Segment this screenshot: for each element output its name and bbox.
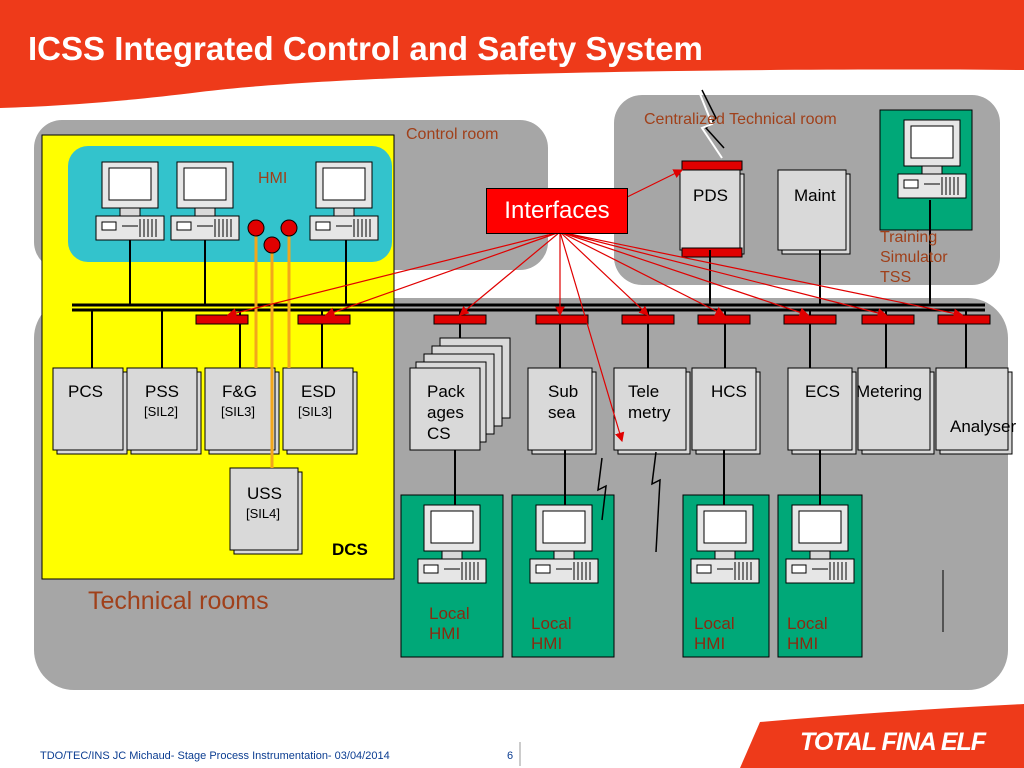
technical-rooms-label: Technical rooms bbox=[88, 587, 269, 615]
control-room-label: Control room bbox=[406, 126, 499, 143]
dcs-label: DCS bbox=[332, 540, 368, 559]
company-logo: TOTAL FINA ELF bbox=[800, 728, 986, 756]
esd-label: ESD bbox=[301, 382, 336, 401]
pss-sil: [SIL2] bbox=[144, 404, 178, 419]
interface-marker bbox=[297, 314, 351, 325]
page-number: 6 bbox=[507, 750, 514, 762]
analyser-label: Analyser bbox=[950, 417, 1017, 436]
interface-marker bbox=[783, 314, 837, 325]
maint-label: Maint bbox=[794, 186, 836, 205]
fg-sil: [SIL3] bbox=[221, 404, 255, 419]
hcs-label: HCS bbox=[711, 382, 747, 401]
ecs-label: ECS bbox=[805, 382, 840, 401]
uss-sil: [SIL4] bbox=[246, 506, 280, 521]
pss-label: PSS bbox=[145, 382, 180, 401]
fg-label: F&G bbox=[222, 382, 257, 401]
pds-interface-bottom bbox=[681, 247, 743, 258]
interface-marker bbox=[697, 314, 751, 325]
pds-label: PDS bbox=[693, 186, 728, 205]
page-title: ICSS Integrated Control and Safety Syste… bbox=[28, 30, 703, 67]
hmi-label: HMI bbox=[258, 170, 288, 187]
interface-marker bbox=[621, 314, 675, 325]
interfaces-box: Interfaces bbox=[486, 188, 628, 234]
esd-sil: [SIL3] bbox=[298, 404, 332, 419]
interface-marker bbox=[433, 314, 487, 325]
pds-interface bbox=[681, 160, 743, 171]
metering-label: Metering bbox=[856, 382, 923, 401]
uss-label: USS bbox=[247, 484, 282, 503]
pcs-label: PCS bbox=[68, 382, 103, 401]
footer-text: TDO/TEC/INS JC Michaud- Stage Process In… bbox=[40, 750, 390, 762]
centralized-room-label: Centralized Technical room bbox=[644, 111, 837, 128]
interface-marker bbox=[535, 314, 589, 325]
interface-marker bbox=[937, 314, 991, 325]
title-banner bbox=[0, 0, 1024, 108]
interface-marker bbox=[195, 314, 249, 325]
interface-marker bbox=[861, 314, 915, 325]
